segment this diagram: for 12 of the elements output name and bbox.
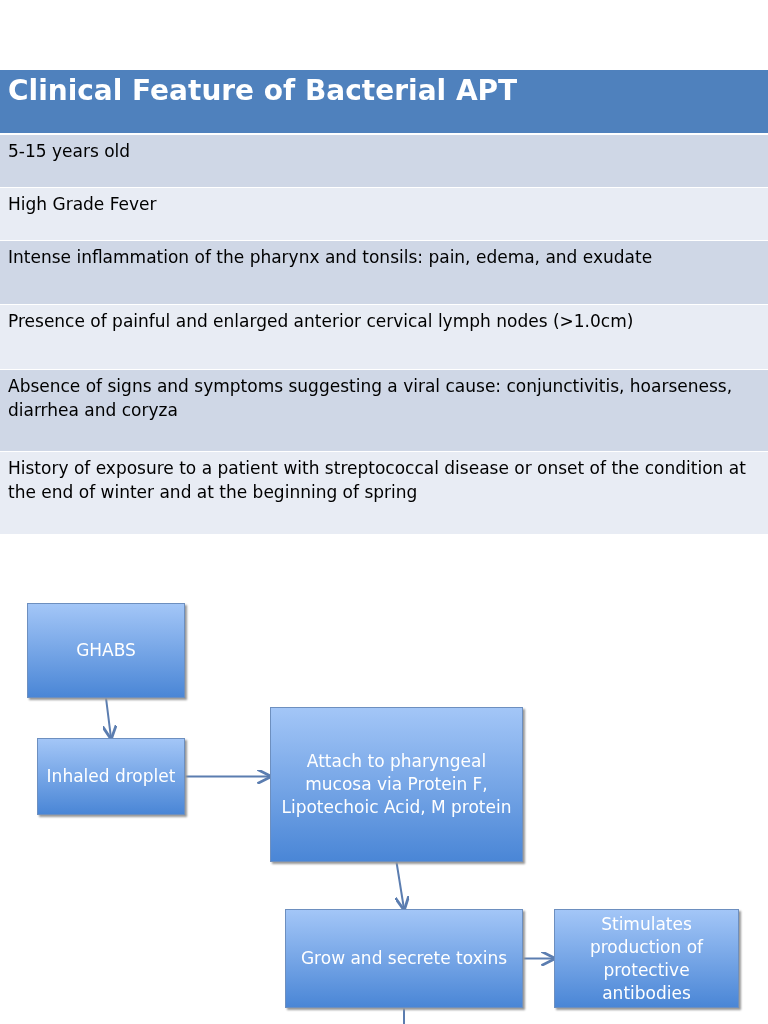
table-cell: High Grade Fever — [0, 188, 768, 241]
table-cell: Absence of signs and symptoms suggesting a viral cause: conjunctivitis, hoarseness, diarrhea and coryza — [0, 370, 768, 452]
process-box: GHABS — [27, 603, 185, 698]
process-box: Grow and secrete toxins — [285, 909, 523, 1008]
table-cell: 5-15 years old — [0, 135, 768, 188]
table-cell: Intense inflammation of the pharynx and tonsils: pain, edema, and exudate — [0, 241, 768, 305]
table-cell: History of exposure to a patient with streptococcal disease or onset of the condition at the end of winter and at the beginning of spring — [0, 452, 768, 535]
table-header: Clinical Feature of Bacterial APT — [0, 70, 768, 135]
process-box: Attach to pharyngeal mucosa via Protein F, Lipotechoic Acid, M protein — [270, 707, 523, 862]
table-cell: Presence of painful and enlarged anterior cervical lymph nodes (>1.0cm) — [0, 305, 768, 370]
process-box: Inhaled droplet — [37, 738, 185, 815]
process-box: Stimulates production of protective antibodies — [554, 909, 739, 1008]
